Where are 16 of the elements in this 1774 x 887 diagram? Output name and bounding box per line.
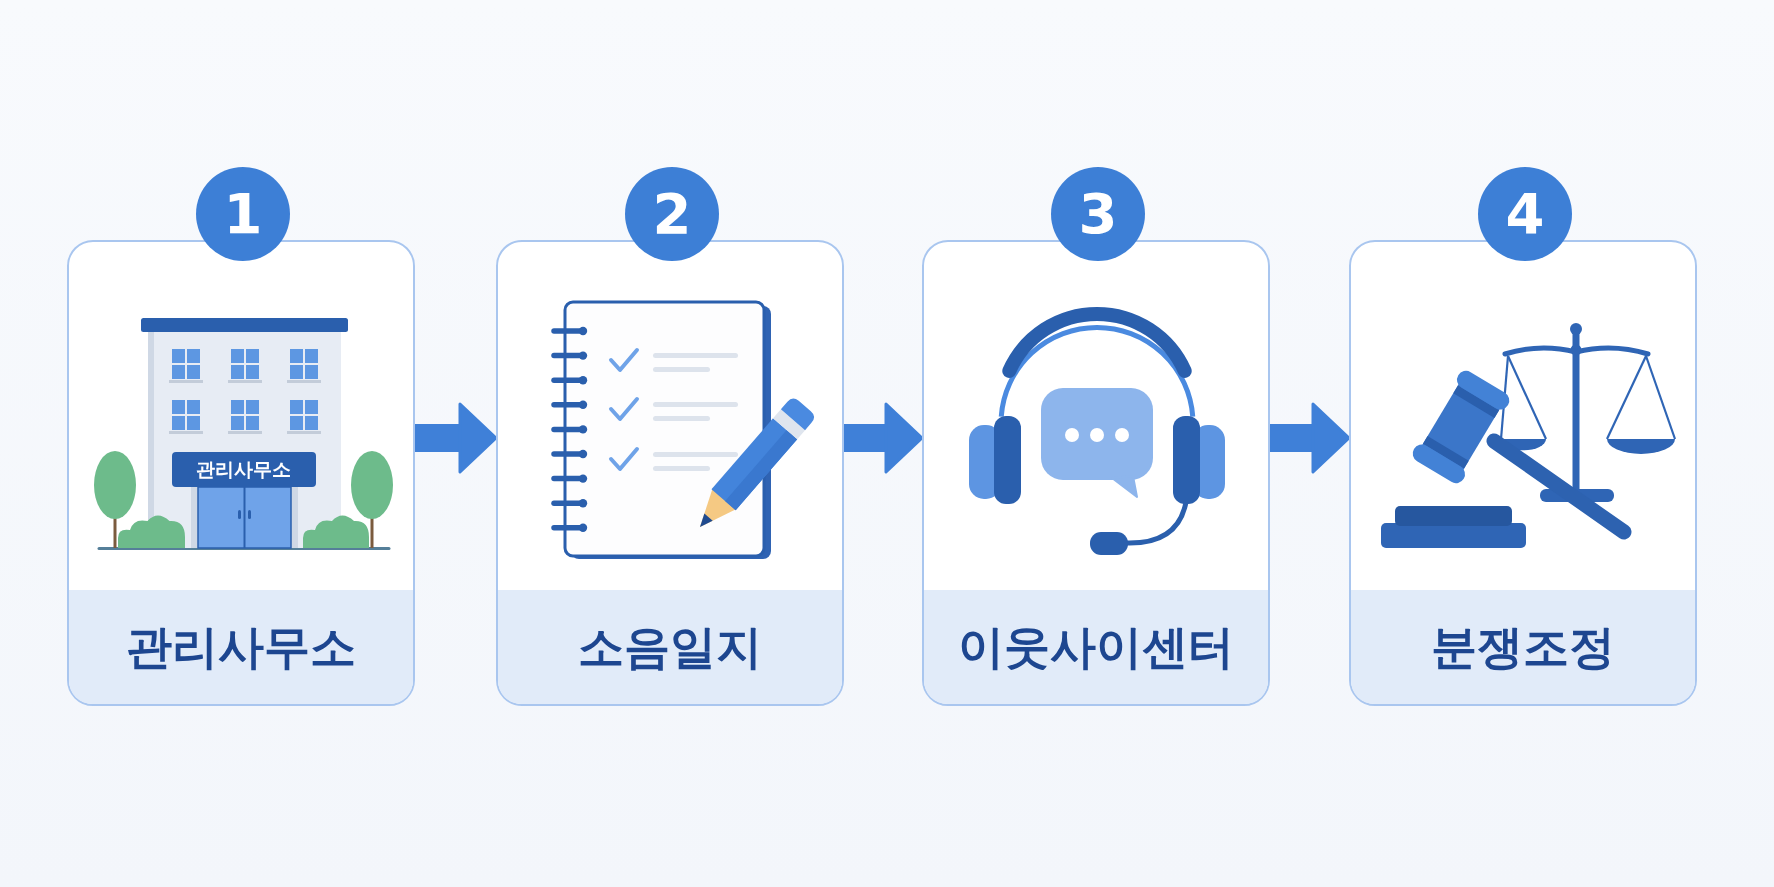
- step-title: 이웃사이센터: [958, 620, 1234, 674]
- arrow: [844, 402, 924, 474]
- step-card: [1349, 240, 1697, 706]
- step-number-badge: 2: [625, 167, 719, 261]
- step-card: [67, 240, 415, 706]
- step-card: [496, 240, 844, 706]
- arrow: [415, 402, 498, 474]
- arrow: [1270, 402, 1351, 474]
- step-title: 관리사무소: [126, 620, 356, 674]
- step-number-badge: 1: [196, 167, 290, 261]
- step-number-badge: 3: [1051, 167, 1145, 261]
- step-number-badge: 4: [1478, 167, 1572, 261]
- building-sign: 관리사무소: [171, 451, 316, 487]
- step-title: 소음일지: [578, 620, 762, 674]
- step-title: 분쟁조정: [1431, 620, 1615, 674]
- step-card: [922, 240, 1270, 706]
